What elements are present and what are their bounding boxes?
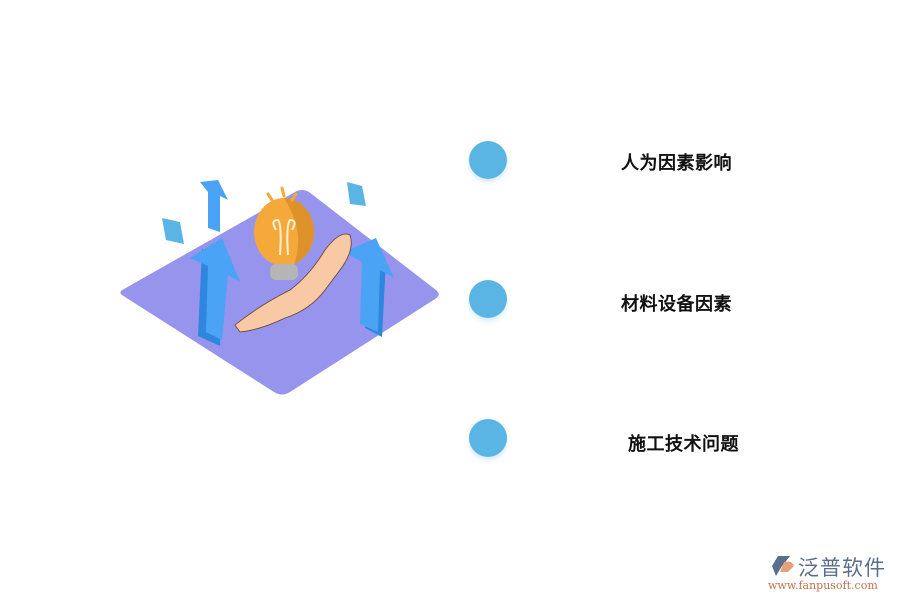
hand-icon — [234, 233, 352, 333]
brand-url: www.fanpusoft.com — [768, 579, 878, 592]
bullet-dot — [469, 419, 507, 457]
arrow-up-icon — [344, 238, 394, 337]
list-item: 材料设备因素 — [0, 280, 900, 320]
brand-name: 泛普软件 — [798, 556, 886, 580]
item-label: 施工技术问题 — [628, 434, 739, 455]
item-label: 人为因素影响 — [621, 153, 732, 174]
document-icon — [347, 182, 366, 206]
arrow-up-icon — [200, 180, 228, 232]
list-item: 施工技术问题 — [0, 419, 900, 459]
item-label: 材料设备因素 — [621, 294, 732, 315]
arrow-up-icon — [190, 238, 240, 346]
list-item: 人为因素影响 — [0, 141, 900, 181]
light-bulb-icon — [254, 186, 314, 280]
document-icon — [162, 218, 184, 244]
brand-logo: 泛普软件 www.fanpusoft.com — [768, 552, 898, 596]
bullet-dot — [469, 280, 507, 318]
bullet-dot — [469, 141, 507, 179]
fanpu-logo-icon — [772, 556, 794, 576]
idea-hand-illustration — [120, 180, 439, 395]
